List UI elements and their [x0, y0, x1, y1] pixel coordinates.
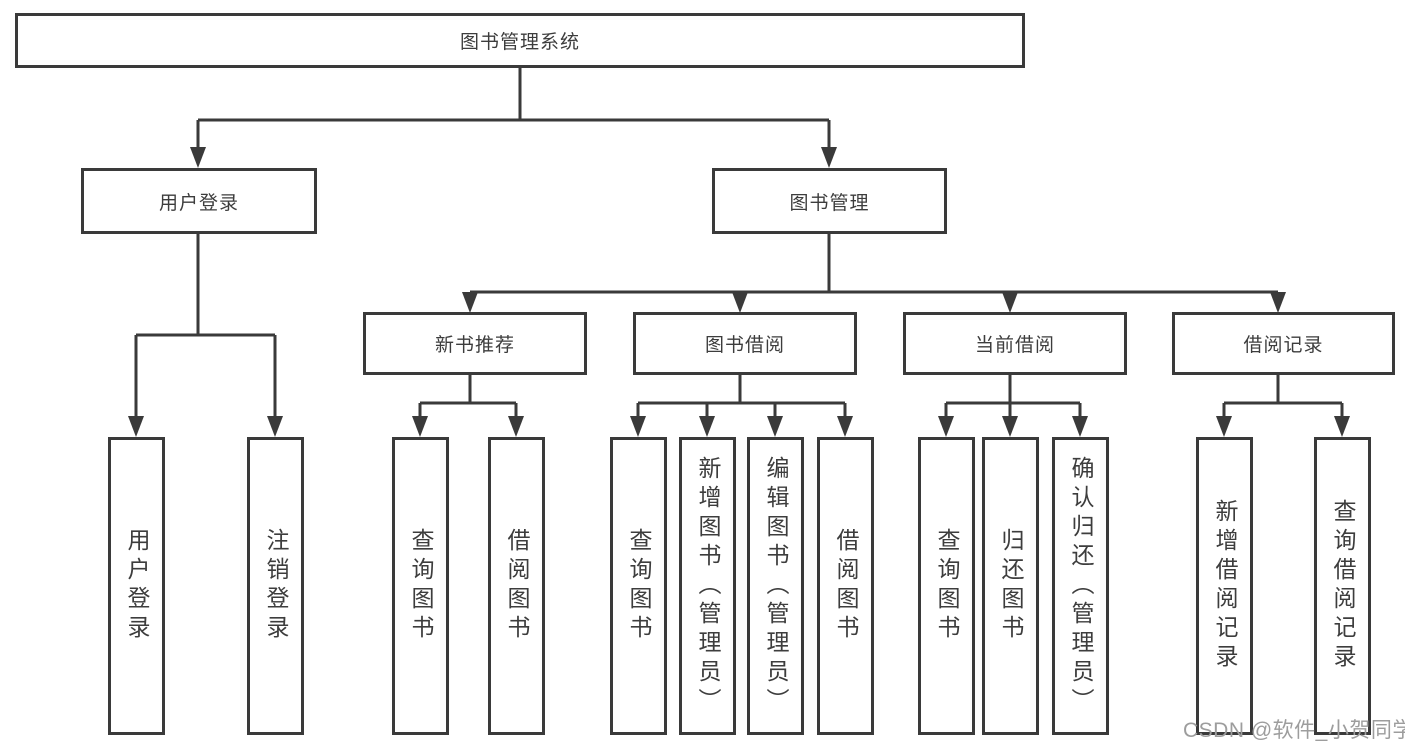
- arrow-down-icon: [462, 292, 478, 313]
- arrow-down-icon: [1216, 416, 1232, 437]
- leaf-user-login: 用户登录: [108, 437, 165, 735]
- connector-current-borrowing-to-leaves: [938, 375, 1088, 437]
- arrow-down-icon: [821, 147, 837, 168]
- leaf-add-borrow-record-label: 新增借阅记录: [1212, 499, 1238, 673]
- arrow-down-icon: [837, 416, 853, 437]
- arrow-down-icon: [938, 416, 954, 437]
- node-book-management-label: 图书管理: [789, 192, 870, 214]
- connector-book-borrowing-to-leaves: [630, 375, 853, 437]
- leaf-add-book-admin: 新增图书（管理员）: [679, 437, 736, 735]
- leaf-logout-label: 注销登录: [263, 528, 289, 644]
- arrow-down-icon: [1072, 416, 1088, 437]
- leaf-return-book-label: 归还图书: [998, 528, 1024, 644]
- arrow-down-icon: [1002, 416, 1018, 437]
- node-user-login: 用户登录: [81, 168, 317, 234]
- leaf-borrow-books-recommend-label: 借阅图书: [504, 528, 530, 644]
- connector-book-management-to-level3: [462, 233, 1286, 313]
- leaf-query-books-current-label: 查询图书: [934, 528, 960, 644]
- leaf-return-book: 归还图书: [982, 437, 1039, 735]
- leaf-borrow-books-recommend: 借阅图书: [488, 437, 545, 735]
- leaf-query-borrow-record: 查询借阅记录: [1314, 437, 1371, 735]
- leaf-query-borrow-record-label: 查询借阅记录: [1330, 499, 1356, 673]
- node-borrowing-records-label: 借阅记录: [1243, 335, 1324, 356]
- arrow-down-icon: [1334, 416, 1350, 437]
- arrow-down-icon: [267, 416, 283, 437]
- arrow-down-icon: [190, 147, 206, 168]
- node-new-book-recommendation-label: 新书推荐: [434, 335, 515, 356]
- node-book-borrowing-label: 图书借阅: [704, 335, 785, 356]
- arrow-down-icon: [508, 416, 524, 437]
- node-user-login-label: 用户登录: [158, 192, 239, 214]
- node-current-borrowing-label: 当前借阅: [974, 335, 1055, 356]
- leaf-user-login-label: 用户登录: [124, 528, 150, 644]
- arrow-down-icon: [412, 416, 428, 437]
- leaf-query-books-recommend-label: 查询图书: [408, 528, 434, 644]
- arrow-down-icon: [699, 416, 715, 437]
- leaf-borrow-books-borrowing: 借阅图书: [817, 437, 874, 735]
- arrow-down-icon: [732, 292, 748, 313]
- connector-borrowing-records-to-leaves: [1216, 375, 1350, 437]
- node-borrowing-records: 借阅记录: [1172, 312, 1395, 375]
- node-book-management: 图书管理: [712, 168, 947, 234]
- arrow-down-icon: [1002, 292, 1018, 313]
- leaf-query-books-borrowing: 查询图书: [610, 437, 667, 735]
- arrow-down-icon: [630, 416, 646, 437]
- connector-user-login-to-leaves: [128, 234, 283, 437]
- leaf-borrow-books-borrowing-label: 借阅图书: [833, 528, 859, 644]
- leaf-confirm-return-admin: 确认归还（管理员）: [1052, 437, 1109, 735]
- arrow-down-icon: [128, 416, 144, 437]
- leaf-edit-book-admin-label: 编辑图书（管理员）: [763, 455, 789, 717]
- node-new-book-recommendation: 新书推荐: [363, 312, 587, 375]
- leaf-edit-book-admin: 编辑图书（管理员）: [747, 437, 804, 735]
- node-book-borrowing: 图书借阅: [633, 312, 857, 375]
- connector-new-book-recommend-to-leaves: [412, 375, 524, 437]
- node-root-label: 图书管理系统: [459, 32, 580, 53]
- leaf-logout: 注销登录: [247, 437, 304, 735]
- arrow-down-icon: [767, 416, 783, 437]
- arrow-down-icon: [1270, 292, 1286, 313]
- leaf-query-books-borrowing-label: 查询图书: [626, 528, 652, 644]
- leaf-add-book-admin-label: 新增图书（管理员）: [695, 455, 721, 717]
- node-root: 图书管理系统: [15, 13, 1025, 68]
- node-current-borrowing: 当前借阅: [903, 312, 1127, 375]
- leaf-query-books-recommend: 查询图书: [392, 437, 449, 735]
- leaf-add-borrow-record: 新增借阅记录: [1196, 437, 1253, 735]
- leaf-confirm-return-admin-label: 确认归还（管理员）: [1068, 455, 1094, 717]
- leaf-query-books-current: 查询图书: [918, 437, 975, 735]
- watermark: CSDN @软件_小贺同学: [1183, 719, 1405, 742]
- connector-root-to-branches: [190, 68, 837, 168]
